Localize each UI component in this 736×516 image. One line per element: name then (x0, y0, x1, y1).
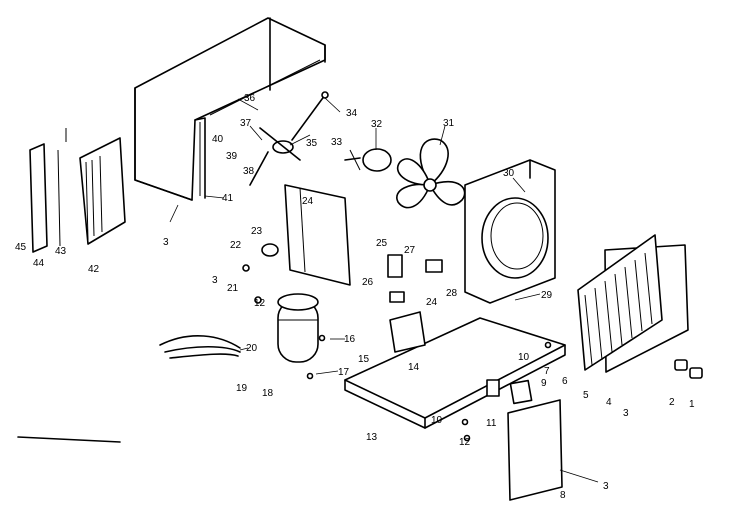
callout-42: 42 (88, 264, 100, 275)
side-grille (79, 137, 126, 245)
callout-44: 44 (33, 258, 45, 269)
fan-blade (396, 138, 466, 209)
callout-29: 29 (541, 290, 553, 301)
callout-24-lower: 24 (426, 297, 438, 308)
callout-15: 15 (358, 354, 370, 365)
callout-8: 8 (560, 490, 566, 501)
callout-16: 16 (344, 334, 356, 345)
callout-12-upper: 12 (254, 298, 266, 309)
callout-43: 43 (55, 246, 67, 257)
callout-17: 17 (338, 367, 350, 378)
callout-26: 26 (362, 277, 374, 288)
callout-2: 2 (669, 397, 675, 408)
condenser-coil (577, 234, 689, 373)
callout-28: 28 (446, 288, 458, 299)
small-parts (261, 243, 443, 303)
callout-5: 5 (583, 390, 589, 401)
callout-19: 19 (236, 383, 248, 394)
callout-13: 13 (366, 432, 378, 443)
callout-31: 31 (443, 118, 455, 129)
callout-18: 18 (262, 388, 274, 399)
callout-33: 33 (331, 137, 343, 148)
blower-assembly (249, 91, 329, 186)
callout-34: 34 (346, 108, 358, 119)
callout-3-cabinet: 3 (163, 237, 169, 248)
callout-1: 1 (689, 399, 695, 410)
callout-7: 7 (544, 366, 550, 377)
callout-10-upper: 10 (518, 352, 530, 363)
leader-lines (169, 97, 599, 483)
callout-23: 23 (251, 226, 263, 237)
partition-panel (284, 184, 351, 286)
divider-line (17, 436, 121, 443)
control-knobs (674, 359, 703, 379)
callout-14: 14 (408, 362, 420, 373)
callout-37: 37 (240, 118, 252, 129)
callout-25: 25 (376, 238, 388, 249)
bracket-strips (29, 128, 67, 253)
callout-6: 6 (562, 376, 568, 387)
callout-45: 45 (15, 242, 27, 253)
callout-39: 39 (226, 151, 238, 162)
callout-20: 20 (246, 343, 258, 354)
callout-9: 9 (541, 378, 547, 389)
callout-22: 22 (230, 240, 242, 251)
callout-3-panel: 3 (603, 481, 609, 492)
callout-35: 35 (306, 138, 318, 149)
service-panel (486, 379, 563, 501)
callout-38: 38 (243, 166, 255, 177)
callout-3-coil: 3 (623, 408, 629, 419)
capacitor-bracket (389, 311, 426, 353)
callout-27: 27 (404, 245, 416, 256)
callout-11: 11 (486, 418, 497, 429)
callout-36: 36 (244, 93, 256, 104)
callout-labels: 1 2 3 3 3 3 4 5 6 7 8 9 10 10 11 12 12 1… (15, 93, 695, 501)
callout-3-left: 3 (212, 275, 218, 286)
condenser-shroud (464, 159, 556, 304)
cabinet-wrapper (134, 17, 326, 201)
callout-10-lower: 10 (431, 415, 443, 426)
fan-motor (344, 148, 392, 172)
screws (242, 264, 552, 442)
callout-21: 21 (227, 283, 239, 294)
callout-4: 4 (606, 397, 612, 408)
callout-30: 30 (503, 168, 515, 179)
base-pan (344, 317, 566, 429)
callout-32: 32 (371, 119, 383, 130)
callout-24-upper: 24 (302, 196, 314, 207)
compressor (277, 293, 319, 363)
wiring-harness (159, 335, 241, 359)
callout-41: 41 (222, 193, 234, 204)
callout-40: 40 (212, 134, 224, 145)
callout-12-lower: 12 (459, 437, 471, 448)
